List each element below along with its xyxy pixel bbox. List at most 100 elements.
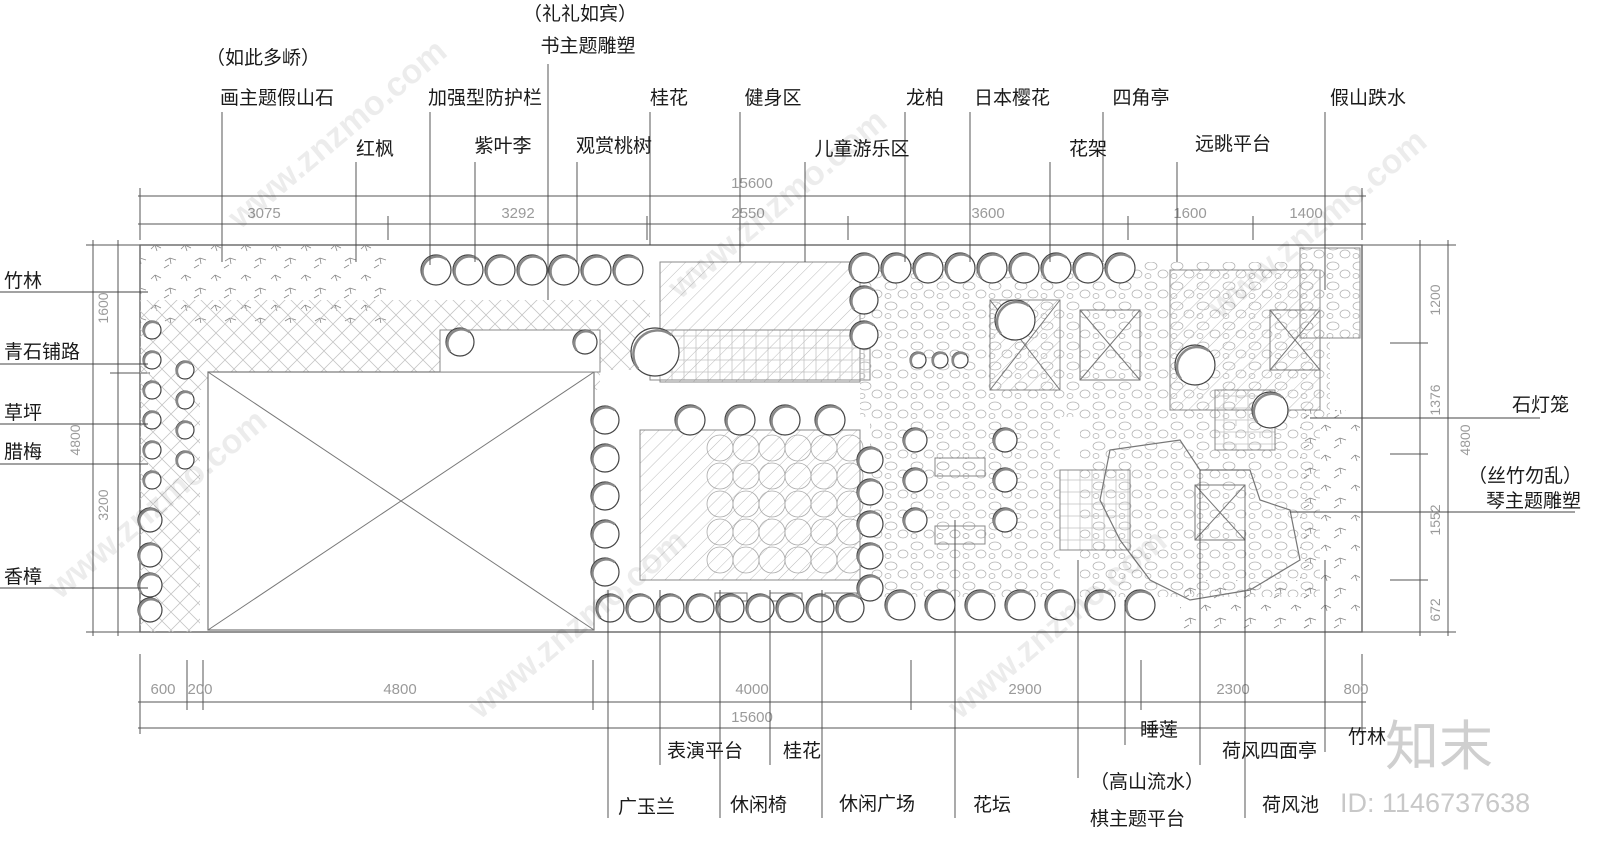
labels-top: （礼礼如宾） 书主题雕塑 （如此多峤） 画主题假山石 加强型防护栏 桂花 健身区… <box>206 3 1406 160</box>
label-wintersweet: 腊梅 <box>4 441 42 463</box>
brand-id: ID: 1146737638 <box>1340 788 1530 818</box>
tree-symbol <box>142 350 162 370</box>
labels-bottom: 睡莲 荷风四面亭 竹林 表演平台 桂花 （高山流水） 棋主题平台 广玉兰 休闲椅… <box>618 719 1386 830</box>
dim-bottom-total: 15600 <box>731 709 773 726</box>
trees <box>137 252 1289 623</box>
tree-symbol <box>595 593 625 623</box>
label-lotus-pavilion: 荷风四面亭 <box>1222 740 1317 762</box>
dim-top-4: 3600 <box>971 205 1004 222</box>
tree-symbol <box>590 557 620 587</box>
tree-symbol <box>902 467 928 493</box>
tree-symbol <box>630 327 680 377</box>
dim-left-2: 3200 <box>95 489 111 520</box>
label-lawn: 草坪 <box>4 402 42 424</box>
tree-symbol <box>835 593 865 623</box>
tree-symbol <box>590 481 620 511</box>
tree-symbol <box>685 593 715 623</box>
label-bluestone: 青石铺路 <box>4 341 80 363</box>
dim-top-1: 3075 <box>247 205 280 222</box>
tree-symbol <box>1084 589 1116 621</box>
tree-symbol <box>142 410 162 430</box>
plaza-circle-pattern <box>706 434 864 574</box>
leader-lines <box>0 64 1575 818</box>
tree-symbol <box>769 404 801 436</box>
tree-symbol <box>516 254 548 286</box>
tree-symbol <box>856 510 884 538</box>
tree-symbol <box>992 507 1018 533</box>
labels-left: 竹林 青石铺路 草坪 腊梅 香樟 <box>4 270 80 588</box>
dim-bottom-2: 200 <box>187 681 212 698</box>
tree-symbol <box>590 405 620 435</box>
tree-symbol <box>856 574 884 602</box>
tree-symbol <box>572 329 598 355</box>
tree-symbol <box>805 593 835 623</box>
tree-symbol <box>814 404 846 436</box>
label-qin-sub: （丝竹勿乱） <box>1468 465 1582 487</box>
dim-bottom-3: 4800 <box>383 681 416 698</box>
label-qi-sub: （高山流水） <box>1090 771 1204 793</box>
label-fitness: 健身区 <box>744 87 801 109</box>
tree-symbol <box>745 593 775 623</box>
label-lantern: 石灯笼 <box>1512 394 1569 416</box>
tree-symbol <box>912 252 944 284</box>
dim-right-3: 1552 <box>1427 504 1443 535</box>
label-ruci-main: 画主题假山石 <box>220 87 334 109</box>
tree-symbol <box>1040 252 1072 284</box>
label-kids: 儿童游乐区 <box>814 138 909 160</box>
tree-symbol <box>724 404 756 436</box>
tree-symbol <box>137 542 163 568</box>
dim-bottom-1: 600 <box>150 681 175 698</box>
tree-symbol <box>992 467 1018 493</box>
tree-symbol <box>775 593 805 623</box>
rockery-waterfall <box>1299 247 1361 339</box>
tree-symbol <box>612 254 644 286</box>
tree-symbol <box>142 320 162 340</box>
tree-symbol <box>1124 589 1156 621</box>
label-bamboo-bottom: 竹林 <box>1348 726 1386 748</box>
tree-symbol <box>452 254 484 286</box>
tree-symbol <box>142 440 162 460</box>
label-rockfall: 假山跌水 <box>1330 87 1406 109</box>
tree-symbol <box>931 351 949 369</box>
label-camphor: 香樟 <box>4 566 42 588</box>
tree-symbol <box>137 597 163 623</box>
tree-symbol <box>909 351 927 369</box>
label-plum-purple: 紫叶李 <box>474 135 531 157</box>
dim-top-total: 15600 <box>731 175 773 192</box>
dim-left-total: 4800 <box>67 424 83 455</box>
tree-symbol <box>580 254 612 286</box>
tree-symbol <box>944 252 976 284</box>
tree-symbol <box>655 593 685 623</box>
tree-symbol <box>1044 589 1076 621</box>
label-plaza: 休闲广场 <box>839 793 915 815</box>
label-maple: 红枫 <box>356 138 394 160</box>
dimensions-top <box>138 188 1366 240</box>
label-rulu-main: 书主题雕塑 <box>540 35 635 57</box>
tree-symbol <box>137 507 163 533</box>
label-qin-main: 琴主题雕塑 <box>1486 490 1581 512</box>
tree-symbol <box>142 470 162 490</box>
label-qi-main: 棋主题平台 <box>1090 808 1185 830</box>
dim-bottom-6: 2300 <box>1216 681 1249 698</box>
tree-symbol <box>924 589 956 621</box>
dim-top-5: 1600 <box>1173 205 1206 222</box>
tree-symbol <box>849 285 879 315</box>
tree-symbol <box>1004 589 1036 621</box>
dim-top-2: 3292 <box>501 205 534 222</box>
dim-right-1: 1200 <box>1427 284 1443 315</box>
label-bench: 休闲椅 <box>730 794 787 816</box>
dim-bottom-7: 800 <box>1343 681 1368 698</box>
tree-symbol <box>884 589 916 621</box>
tree-symbol <box>1008 252 1040 284</box>
dimensions-left <box>86 240 150 636</box>
tree-symbol <box>175 390 195 410</box>
tree-symbol <box>976 252 1008 284</box>
tree-symbol <box>848 252 880 284</box>
tree-symbol <box>1104 252 1136 284</box>
dim-right-total: 4800 <box>1457 424 1473 455</box>
tree-symbol <box>445 327 475 357</box>
tree-symbol <box>590 443 620 473</box>
label-rulu-sub: （礼礼如宾） <box>523 3 637 25</box>
dimensions-right <box>1360 240 1456 636</box>
